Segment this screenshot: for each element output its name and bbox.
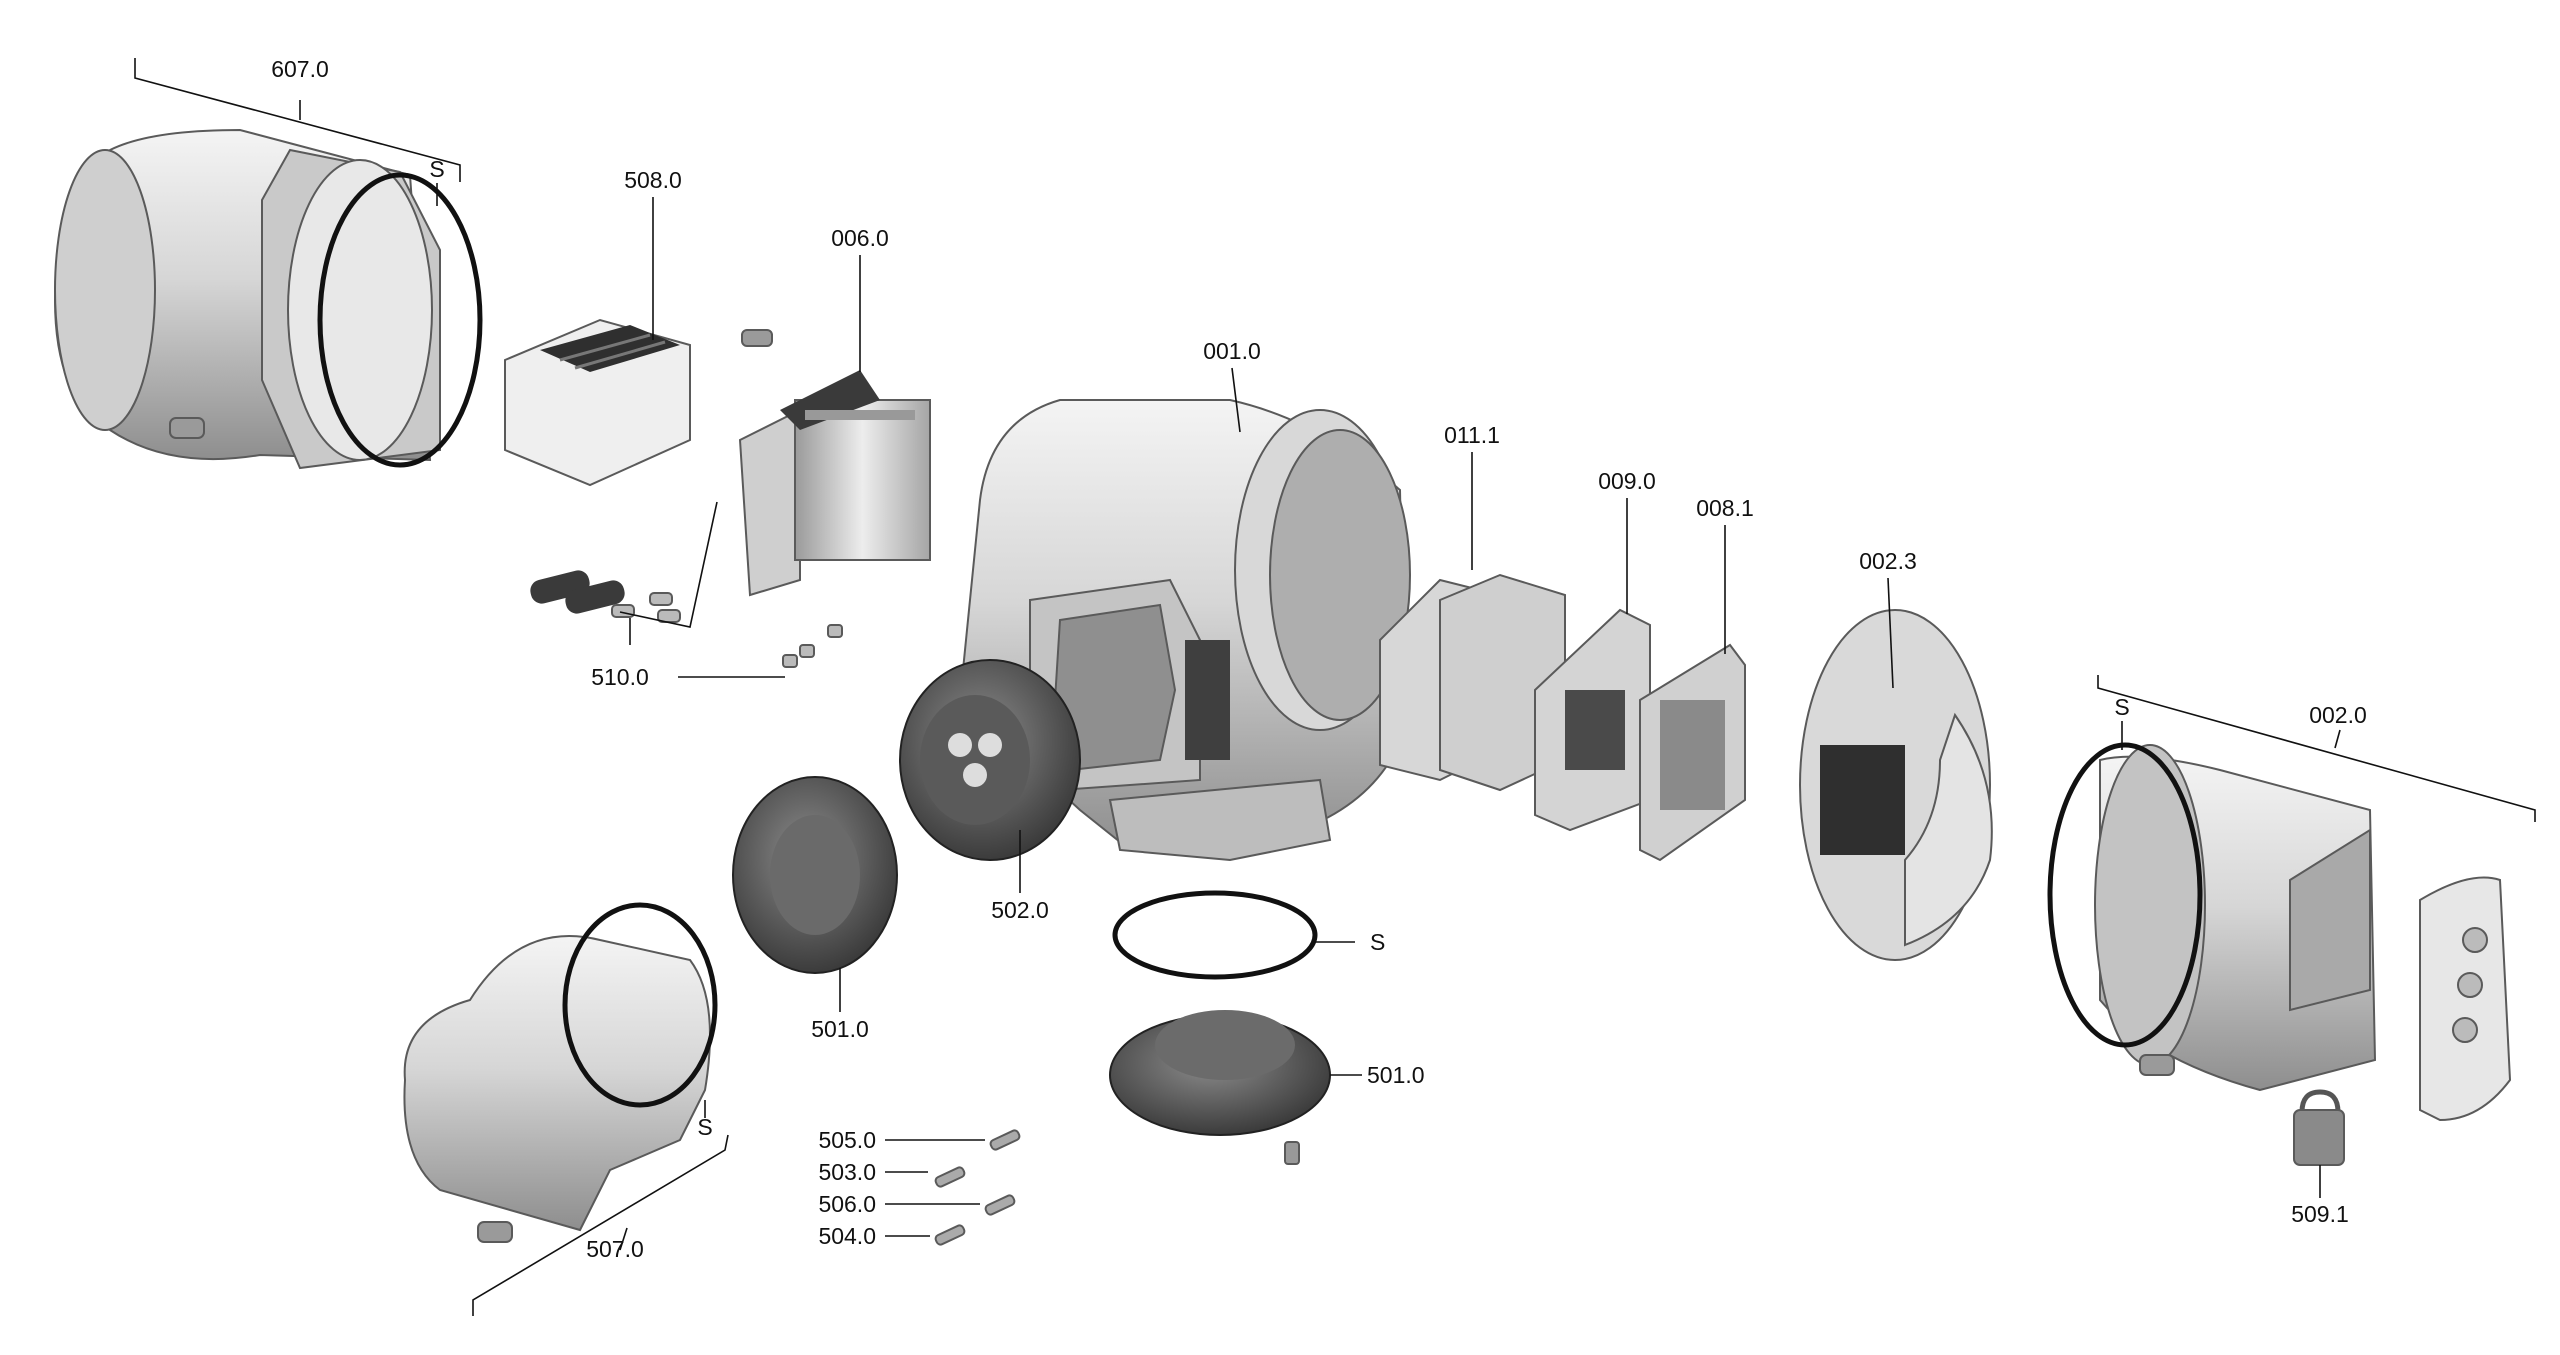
board-009-part — [1534, 608, 1651, 832]
label-506: 506.0 — [818, 1191, 876, 1217]
nameplate — [1185, 640, 1230, 760]
label-002-s: S — [2114, 694, 2129, 720]
label-508: 508.0 — [624, 167, 682, 193]
terminal-block-508-part — [504, 318, 691, 487]
o-ring-002 — [2047, 742, 2203, 1048]
cover-507-part — [403, 902, 718, 1243]
label-507: 507.0 — [586, 1236, 644, 1262]
gear-502-part — [899, 659, 1081, 861]
handwheel-501-left-part — [732, 776, 898, 974]
label-501-left: 501.0 — [811, 1016, 869, 1042]
o-ring-central — [1112, 890, 1318, 980]
handwheel-501-bottom-part — [1109, 1010, 1331, 1165]
label-ring-s: S — [1370, 929, 1385, 955]
cover-plate-002 — [2419, 876, 2512, 1122]
o-ring-607 — [317, 172, 483, 468]
label-006: 006.0 — [831, 225, 889, 251]
label-501-bottom: 501.0 — [1367, 1062, 1425, 1088]
board-008-part — [1639, 643, 1746, 862]
label-510: 510.0 — [591, 664, 649, 690]
label-002-3: 002.3 — [1859, 548, 1917, 574]
padlock-509-1-part — [2293, 1089, 2345, 1166]
label-001: 001.0 — [1203, 338, 1261, 364]
o-ring-507 — [562, 902, 718, 1108]
cover-607-part — [53, 128, 483, 470]
screw-607 — [169, 417, 205, 439]
pins-503-506-part — [934, 1129, 1021, 1246]
label-008-1: 008.1 — [1696, 495, 1754, 521]
transformer-006-part — [738, 329, 931, 597]
label-509-1: 509.1 — [2291, 1201, 2349, 1227]
label-502: 502.0 — [991, 897, 1049, 923]
cover-002-part — [2047, 742, 2512, 1122]
plates-011-part — [1379, 573, 1566, 792]
fuses-510-part — [530, 570, 843, 668]
display-window — [1820, 745, 1905, 855]
label-009: 009.0 — [1598, 468, 1656, 494]
label-002: 002.0 — [2309, 702, 2367, 728]
label-503: 503.0 — [818, 1159, 876, 1185]
label-505: 505.0 — [818, 1127, 876, 1153]
label-011-1: 011.1 — [1444, 422, 1500, 448]
display-board-002-3-part — [1799, 609, 1993, 961]
bracket-607 — [134, 58, 461, 182]
label-607-s: S — [429, 156, 444, 182]
label-507-s: S — [697, 1114, 712, 1140]
label-504: 504.0 — [818, 1223, 876, 1249]
label-607: 607.0 — [271, 56, 329, 82]
